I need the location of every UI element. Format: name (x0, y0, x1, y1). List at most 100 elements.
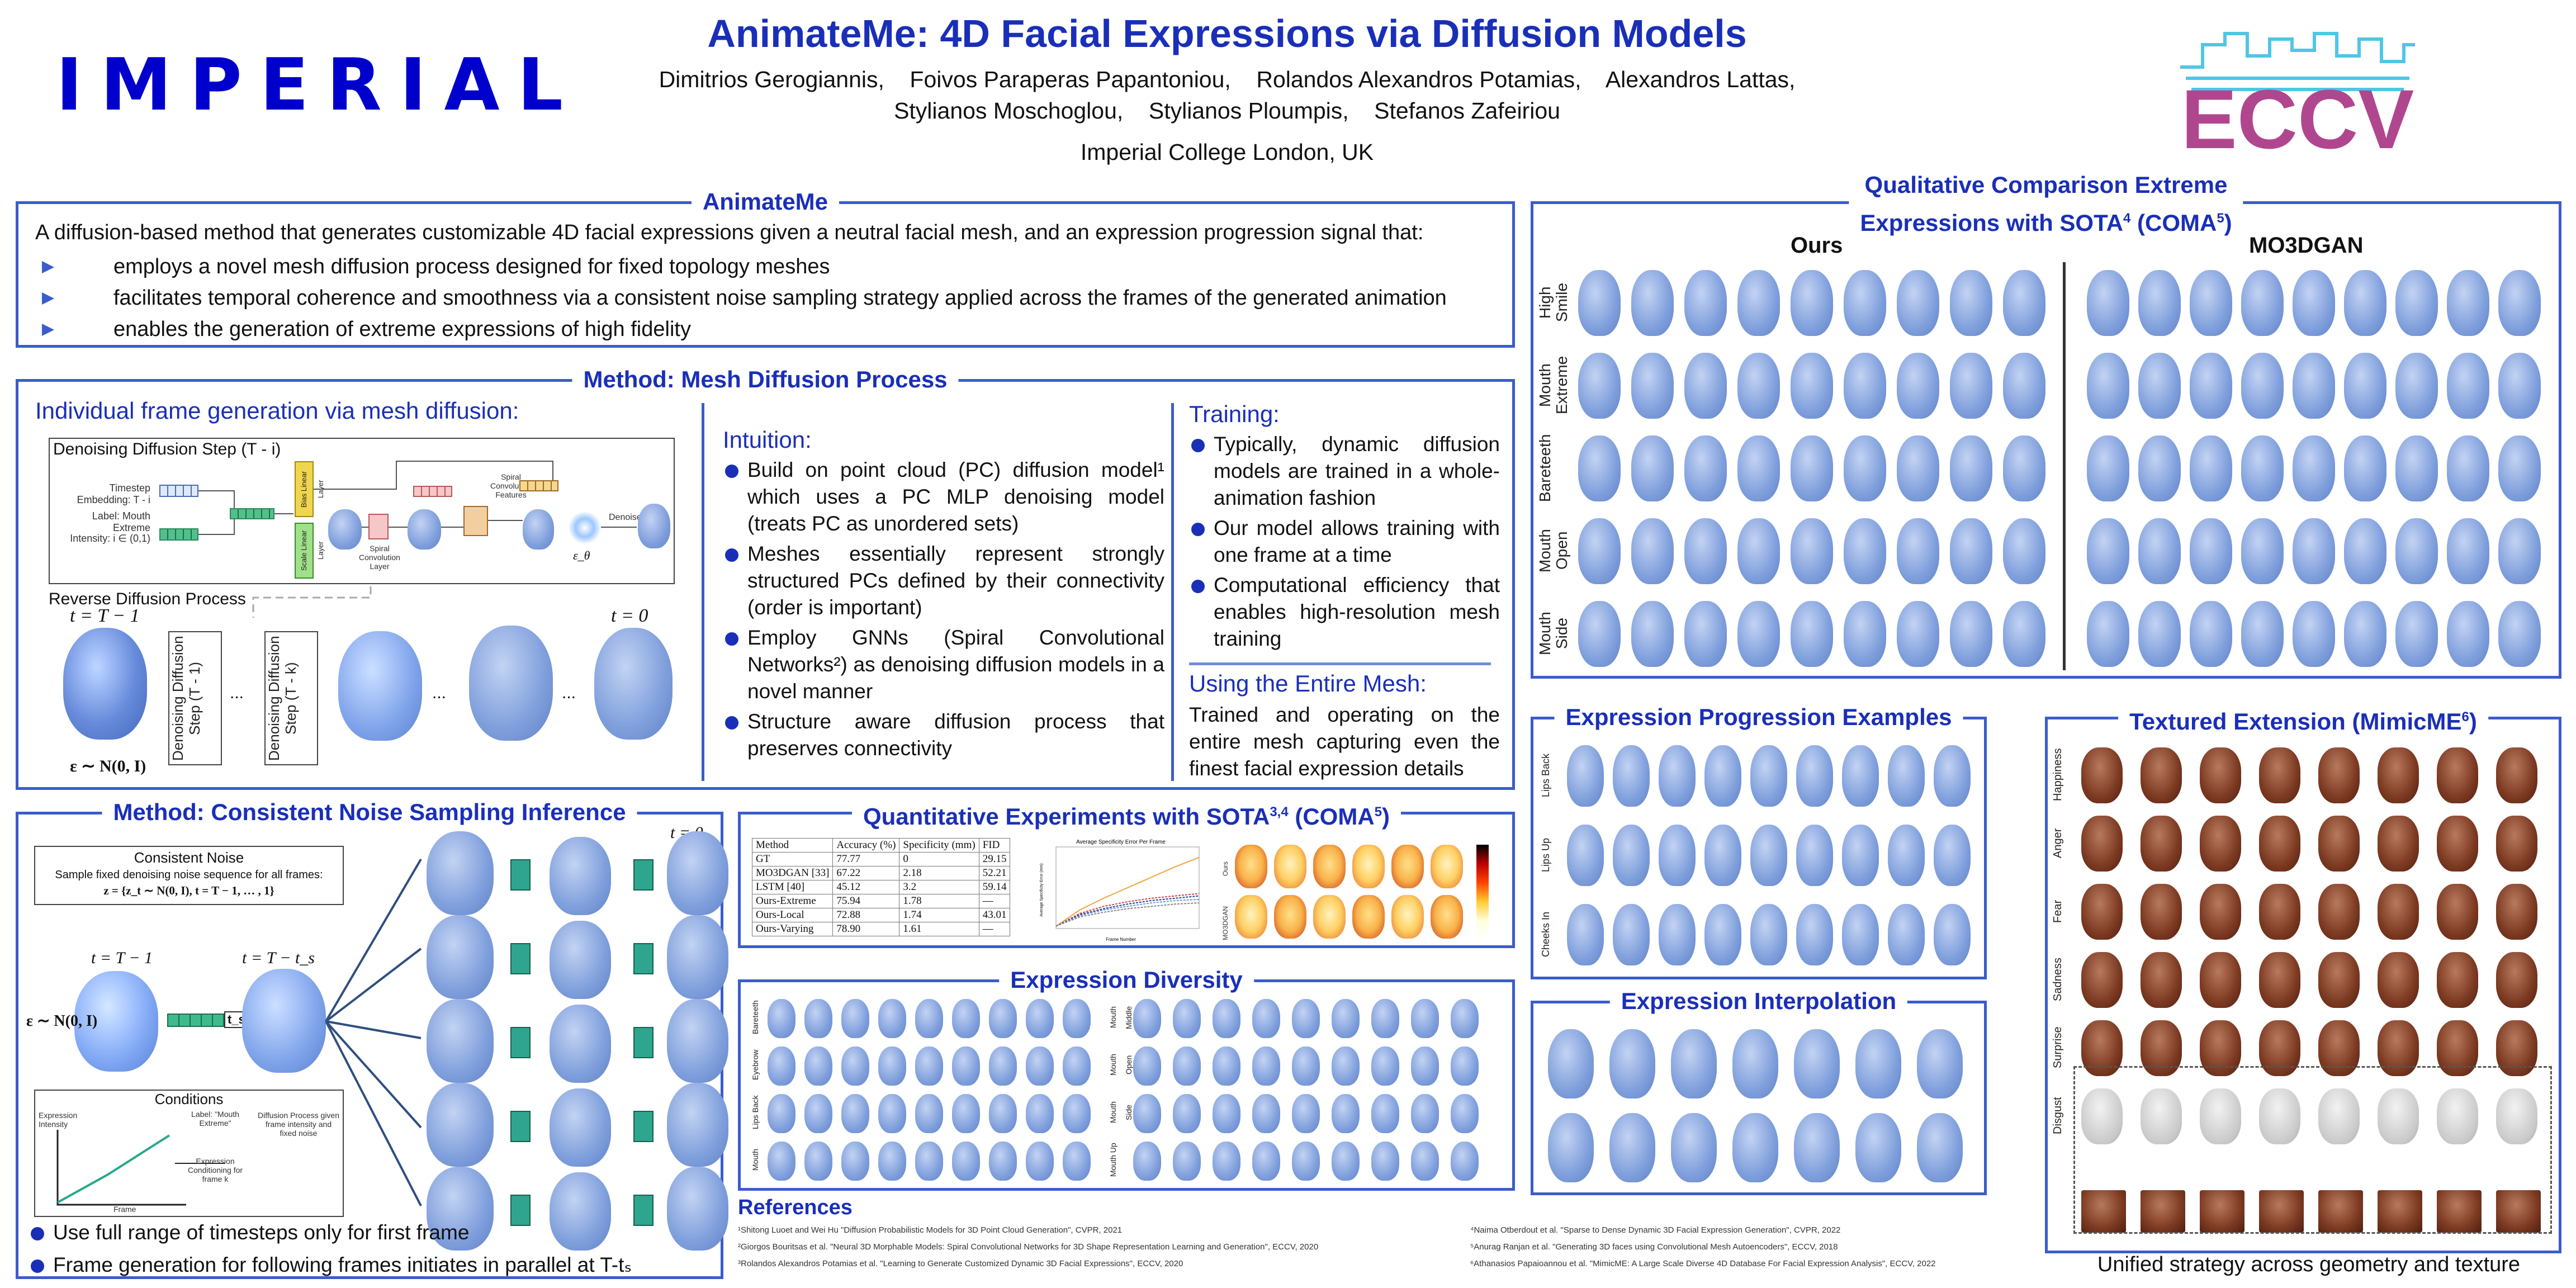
face-render (2138, 270, 2181, 336)
face-render (427, 999, 494, 1083)
face-render (1451, 1046, 1479, 1086)
svg-text:ECCV: ECCV (2181, 72, 2414, 157)
face-render (2241, 518, 2284, 584)
face-render (768, 1046, 795, 1086)
face-render (1173, 999, 1201, 1038)
heatmap-face (1431, 895, 1463, 939)
face-render (915, 1094, 943, 1133)
face-render (1411, 1142, 1439, 1181)
face-render (1631, 518, 1674, 584)
face-render (1548, 1113, 1594, 1182)
face-render (1791, 353, 1833, 419)
intuition-title: Intuition: (723, 427, 812, 453)
face-render (1684, 601, 1727, 667)
latent-block (633, 1111, 654, 1142)
face-render (2318, 952, 2360, 1008)
face-render (1292, 1046, 1320, 1086)
face-render (2496, 884, 2537, 940)
noise-bullet: Frame generation for following frames in… (29, 1252, 699, 1278)
denoise-label: Denoise (609, 513, 642, 522)
latent-block (510, 1111, 531, 1142)
face-render (2496, 816, 2537, 872)
progression-title: Expression Progression Examples (1554, 703, 1963, 732)
face-render (989, 1142, 1017, 1181)
face-render (550, 1172, 611, 1251)
face-render (1684, 518, 1727, 584)
face-render (2318, 816, 2360, 872)
face-render (550, 1005, 611, 1083)
heatmap-face (1313, 895, 1346, 939)
row-label: Lips Back (751, 1095, 760, 1130)
intuition-list: Build on point cloud (PC) diffusion mode… (723, 457, 1164, 762)
ours-column-label: Ours (1791, 233, 1843, 258)
noise-sampling-panel: Method: Consistent Noise Sampling Infere… (16, 798, 728, 1279)
face-render (2087, 270, 2129, 336)
face-render (1897, 353, 1939, 419)
face-render (2437, 1088, 2478, 1144)
face-render (2259, 1088, 2300, 1144)
face-render (2293, 270, 2335, 336)
series-line-3 (1055, 898, 1200, 927)
face-render (2395, 353, 2438, 419)
heatmap-face (1391, 845, 1424, 888)
face-render (1548, 1029, 1594, 1098)
diffusion-step-1: Denoising Diffusion Step (T - 1) (168, 631, 222, 765)
row-label: Lips Up (1540, 837, 1551, 872)
heatmap-face (1352, 845, 1385, 888)
training-list: Typically, dynamic diffusion models are … (1189, 431, 1500, 652)
face-render (1737, 270, 1780, 336)
row-label: High Smile (1536, 283, 1570, 323)
face-render (2138, 601, 2181, 667)
face-render (1292, 1142, 1320, 1181)
intro-bullets: employs a novel mesh diffusion process d… (30, 251, 1501, 345)
face-render (1897, 435, 1939, 501)
intuition-item: Employ GNNs (Spiral Convolutional Networ… (723, 624, 1164, 705)
face-render (1332, 1142, 1360, 1181)
face-render (1917, 1029, 1963, 1098)
heatmap-face (1313, 845, 1346, 888)
face-render (1371, 1094, 1399, 1133)
face-render (2395, 270, 2438, 336)
face-render (1844, 270, 1886, 336)
face-render (1796, 825, 1833, 886)
face-render (1791, 270, 1833, 336)
heatmap-face (1274, 895, 1306, 939)
face-render (1737, 353, 1780, 419)
face-render (1578, 353, 1621, 419)
face-render (1631, 353, 1674, 419)
texture-map (2437, 1190, 2482, 1233)
face-render (1133, 999, 1161, 1038)
face-render (2344, 601, 2386, 667)
row-label: Bareteeth (1536, 434, 1554, 502)
face-render (2344, 270, 2386, 336)
row-label: Surprise (2052, 1026, 2064, 1069)
face-render (2190, 270, 2232, 336)
face-render (1063, 999, 1091, 1038)
face-render (952, 999, 980, 1038)
face-render (1844, 601, 1886, 667)
noise-sampling-bullets: Use full range of timesteps only for fir… (29, 1219, 699, 1278)
face-render (2259, 816, 2300, 872)
face-render (2498, 518, 2541, 584)
face-render (1796, 745, 1833, 807)
face-render (2447, 518, 2489, 584)
face-render (1750, 745, 1787, 807)
face-render (841, 1046, 869, 1086)
face-render (2378, 747, 2419, 803)
face-render (427, 831, 494, 915)
reference-item: ³Rolandos Alexandros Potamias et al. "Le… (738, 1259, 1183, 1268)
face-render (804, 999, 832, 1038)
face-render (667, 915, 728, 999)
row-label: Bareteeth (751, 1000, 760, 1035)
interpolation-title: Expression Interpolation (1609, 987, 1908, 1016)
face-render (2498, 435, 2541, 501)
face-render (2138, 353, 2181, 419)
heatmap-face (1235, 845, 1267, 888)
face-render (1451, 1142, 1479, 1181)
texture-map (2318, 1190, 2363, 1233)
face-render (768, 999, 795, 1038)
face-render (2437, 884, 2478, 940)
face-render (1897, 601, 1939, 667)
